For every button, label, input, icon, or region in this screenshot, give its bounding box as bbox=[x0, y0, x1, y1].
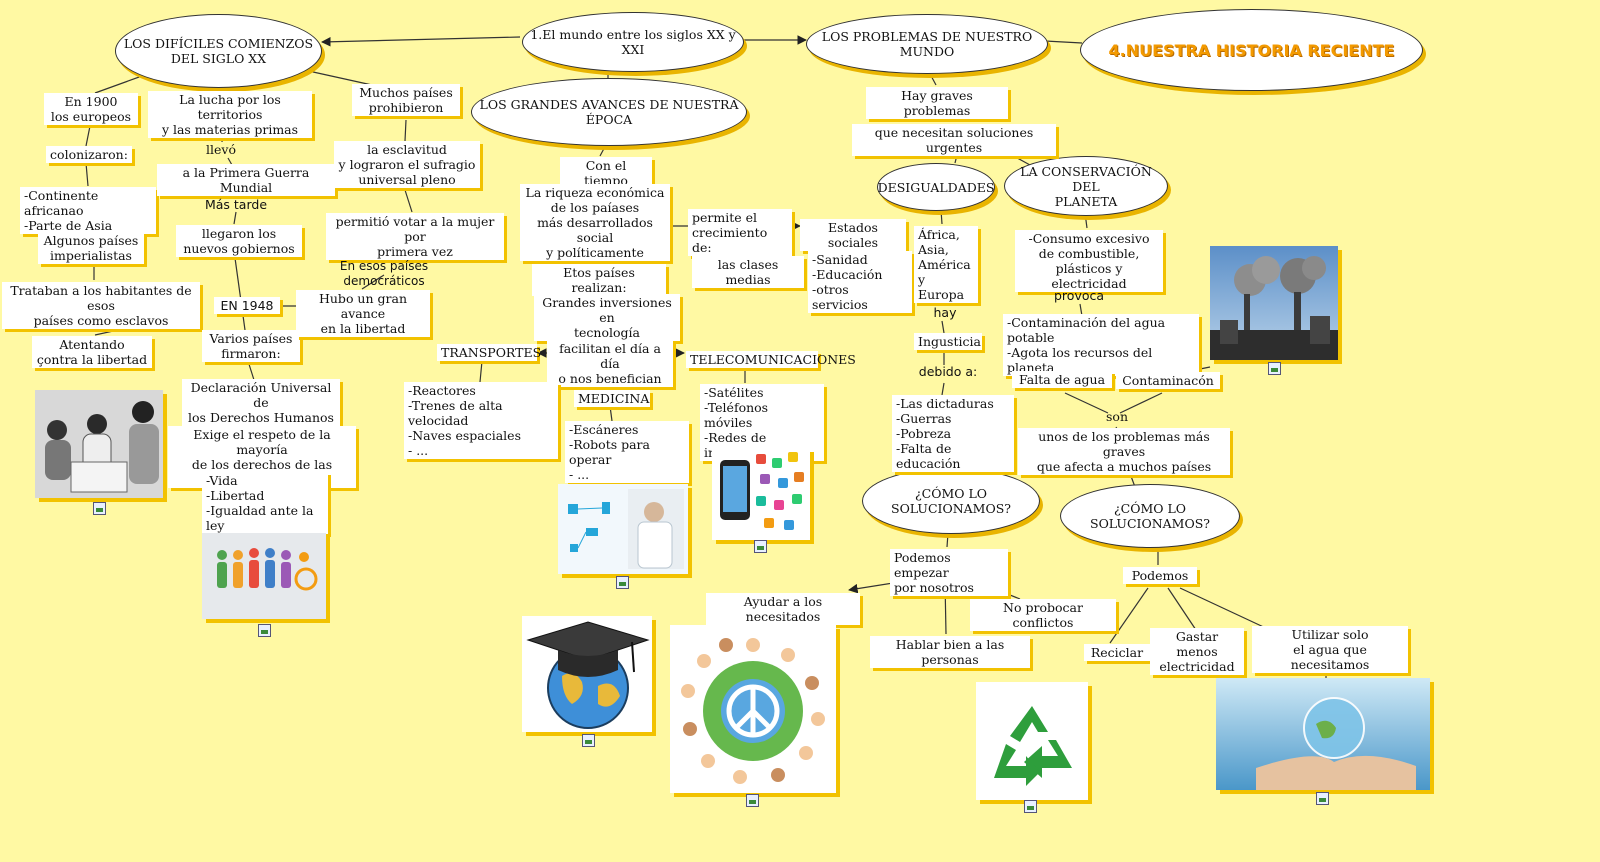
medical-tech-photo bbox=[558, 484, 688, 574]
node-urgent-solutions: que necesitan soluciones urgentes bbox=[852, 124, 1056, 156]
heading-great-advances: LOS GRANDES AVANCES DE NUESTRA ÉPOCA bbox=[471, 78, 747, 146]
node-rights-list: -Vida -Libertad -Igualdad ante la ley bbox=[202, 472, 328, 534]
women-voting-photo bbox=[35, 390, 163, 498]
node-medicine: MEDICINA bbox=[574, 390, 650, 407]
heading-planet-conservation: LA CONSERVACIÓN DEL PLANETA bbox=[1004, 156, 1168, 216]
recycle-icon bbox=[976, 682, 1088, 800]
node-1900-europeans: En 1900 los europeos bbox=[44, 93, 138, 125]
phone-icon bbox=[712, 448, 810, 540]
factory-icon bbox=[1210, 246, 1338, 360]
node-pollution: Contaminacón bbox=[1116, 372, 1220, 389]
node-tech-investment: Grandes inversiones en tecnología bbox=[534, 294, 680, 341]
node-many-countries-banned: Muchos países prohibieron bbox=[352, 84, 460, 116]
node-against-freedom: Atentando çontra la libertad bbox=[32, 336, 152, 368]
center-node: 1.El mundo entre los siglos XX y XXI bbox=[522, 12, 744, 72]
heading-difficult-beginnings: LOS DIFÍCILES COMIENZOS DEL SIGLO XX bbox=[115, 14, 322, 88]
node-over-time: Con el tiempo bbox=[560, 157, 652, 189]
question-solve-planet: ¿CÓMO LO SOLUCIONAMOS? bbox=[1060, 484, 1240, 548]
node-women-vote: permitió votar a la mujer por primera ve… bbox=[326, 213, 504, 260]
node-transport-list: -Reactores -Trenes de alta velocidad -Na… bbox=[404, 382, 558, 459]
node-human-rights-declaration: Declaración Universal de los Derechos Hu… bbox=[182, 379, 340, 426]
diverse-people-icon bbox=[202, 533, 326, 619]
node-medicine-list: -Escáneres -Robots para operar - ... bbox=[565, 421, 689, 483]
label-later: Más tarde bbox=[204, 197, 268, 212]
label-causes: provoca bbox=[1054, 288, 1105, 303]
image-placeholder-icon bbox=[616, 576, 629, 589]
image-placeholder-icon bbox=[258, 624, 271, 637]
node-welfare-states: Estados sociales bbox=[800, 219, 906, 251]
node-save-water: Utilizar solo el agua que necesitamos bbox=[1252, 626, 1408, 673]
node-slavery-suffrage: la esclavitud y lograron el sufragio uni… bbox=[334, 141, 480, 188]
node-causes-list: -Las dictaduras -Guerras -Pobreza -Falta… bbox=[892, 395, 1014, 472]
node-help-needy: Ayudar a los necesitados bbox=[706, 593, 860, 625]
node-speak-kindly: Hablar bien a las personas bbox=[870, 636, 1030, 668]
label-led: llevó bbox=[206, 142, 236, 157]
node-injustice: Ingusticia bbox=[914, 333, 982, 350]
node-new-governments: llegaron los nuevos gobiernos bbox=[176, 225, 302, 257]
peace-icon bbox=[670, 625, 836, 793]
image-placeholder-icon bbox=[1316, 792, 1329, 805]
node-transport: TRANSPORTES bbox=[437, 344, 541, 361]
node-save-electricity: Gastar menos electricidad bbox=[1150, 628, 1244, 675]
image-placeholder-icon bbox=[93, 502, 106, 515]
image-placeholder-icon bbox=[746, 794, 759, 807]
node-middle-classes: las clases medias bbox=[692, 256, 804, 288]
node-serious-problems-countries: unos de los problemas más graves que afe… bbox=[1018, 428, 1230, 475]
node-countries-signed: Varios países firmaron: bbox=[202, 330, 300, 362]
water-hands-photo bbox=[1216, 678, 1430, 790]
label-are: son bbox=[1106, 409, 1128, 424]
node-slaves: Trataban a los habitantes de esos países… bbox=[2, 282, 200, 329]
node-economic-wealth: La riqueza económica de los paíases más … bbox=[520, 184, 670, 261]
node-make-life-easier: facilitan el día a día o nos benefician bbox=[547, 340, 673, 387]
label-due-to: debido a: bbox=[918, 364, 978, 379]
label-there-is: hay bbox=[933, 305, 957, 320]
node-countries-carry-out: Etos países realizan: bbox=[532, 264, 666, 296]
graduation-cap-icon bbox=[522, 616, 652, 732]
heading-world-problems: LOS PROBLEMAS DE NUESTRO MUNDO bbox=[806, 14, 1048, 74]
node-freedom-advance: Hubo un gran avance en la libertad bbox=[296, 290, 430, 337]
image-placeholder-icon bbox=[582, 734, 595, 747]
image-placeholder-icon bbox=[754, 540, 767, 553]
node-colonized: colonizaron: bbox=[46, 146, 132, 163]
node-we-can: Podemos bbox=[1123, 567, 1197, 584]
node-services-list: -Sanidad -Educación -otros servicios bbox=[808, 251, 912, 313]
node-1948: EN 1948 bbox=[214, 297, 280, 314]
node-telecom: TELECOMUNICACIONES bbox=[686, 351, 856, 368]
node-continents-list: África, Asia, América y Europa bbox=[914, 226, 978, 303]
image-placeholder-icon bbox=[1268, 362, 1281, 375]
node-territorial-struggle: La lucha por los territorios y las mater… bbox=[148, 91, 312, 138]
node-serious-problems: Hay graves problemas bbox=[866, 87, 1008, 119]
node-excessive-consumption: -Consumo excesivo de combustible, plásti… bbox=[1015, 230, 1163, 292]
node-first-world-war: a la Primera Guerra Mundial bbox=[157, 164, 335, 196]
node-no-conflicts: No probocar conflictos bbox=[970, 599, 1116, 631]
node-imperialists: Algunos países imperialistas bbox=[38, 232, 144, 264]
image-placeholder-icon bbox=[1024, 800, 1037, 813]
node-recycle: Reciclar bbox=[1084, 644, 1150, 661]
map-title: 4.NUESTRA HISTORIA RECIENTE bbox=[1080, 9, 1423, 91]
node-pollution-list: -Contaminación del agua potable -Agota l… bbox=[1003, 314, 1199, 376]
node-continents: -Continente africanao -Parte de Asia bbox=[20, 187, 156, 234]
question-solve-inequality: ¿CÓMO LO SOLUCIONAMOS? bbox=[862, 468, 1040, 534]
node-water-shortage: Falta de agua bbox=[1012, 371, 1112, 388]
heading-inequalities: DESIGUALDADES bbox=[877, 163, 995, 211]
node-start-with-us: Podemos empezar por nosotros bbox=[890, 549, 1008, 596]
label-democratic-countries: En esos países democráticos bbox=[339, 259, 429, 288]
node-allows-growth: permite el crecimiento de: bbox=[688, 209, 792, 256]
